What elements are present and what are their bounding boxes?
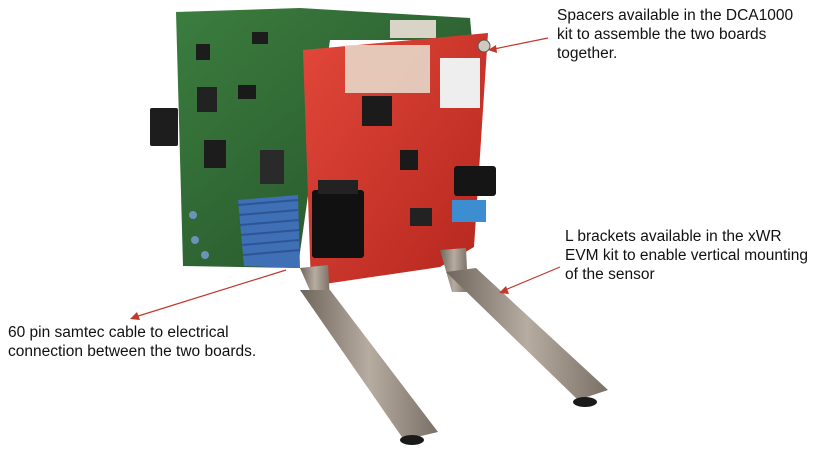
spacer-screw xyxy=(477,39,491,53)
board-chip xyxy=(204,140,226,168)
spacers-callout: Spacers available in the DCA1000 kit to … xyxy=(557,6,793,63)
radar-chip xyxy=(362,96,392,126)
callout-line: connection between the two boards. xyxy=(8,343,257,360)
callout-line: kit to assemble the two boards xyxy=(557,26,767,43)
callout-line: L brackets available in the xWR xyxy=(565,228,782,245)
brackets-callout: L brackets available in the xWR EVM kit … xyxy=(565,227,808,284)
cable-arrow xyxy=(134,269,287,318)
callout-line: of the sensor xyxy=(565,266,655,283)
board-label xyxy=(390,20,436,38)
cable-callout: 60 pin samtec cable to electrical connec… xyxy=(8,323,256,361)
l-bracket-left xyxy=(300,265,438,445)
board-chip xyxy=(238,85,256,99)
board-chip xyxy=(400,150,418,170)
l-bracket-right xyxy=(440,248,608,407)
board-label xyxy=(440,58,480,108)
callout-line: 60 pin samtec cable to electrical xyxy=(8,324,229,341)
red-radar-board xyxy=(303,33,491,286)
ethernet-connector xyxy=(150,108,178,146)
board-chip xyxy=(410,208,432,226)
rubber-foot xyxy=(573,397,597,407)
samtec-connector xyxy=(312,190,364,258)
spacers-arrow xyxy=(493,37,549,50)
callout-line: EVM kit to enable vertical mounting xyxy=(565,247,808,264)
brackets-arrow xyxy=(504,266,561,291)
board-chip xyxy=(196,44,210,60)
terminal-block xyxy=(452,200,486,222)
annotation-arrows xyxy=(130,37,561,320)
board-chip xyxy=(260,150,284,184)
callout-line: together. xyxy=(557,45,618,62)
rubber-foot xyxy=(400,435,424,445)
power-jack xyxy=(454,166,496,196)
antenna-area xyxy=(345,45,430,93)
callout-line: Spacers available in the DCA1000 xyxy=(557,7,794,24)
dip-switch xyxy=(197,87,217,112)
board-chip xyxy=(252,32,268,44)
